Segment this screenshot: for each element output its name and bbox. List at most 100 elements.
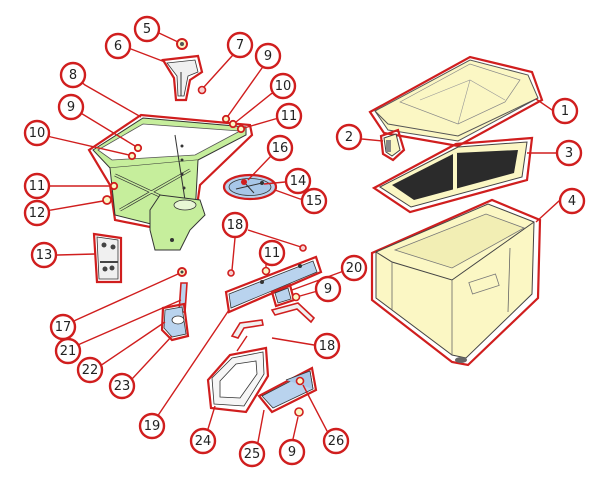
callout-p10a: 10 bbox=[269, 72, 297, 100]
callout-circle bbox=[555, 139, 583, 167]
callout-label: 11 bbox=[281, 109, 298, 124]
callout-p19: 19 bbox=[138, 412, 166, 440]
callout-p20: 20 bbox=[340, 254, 368, 282]
callout-p11c: 11 bbox=[258, 239, 286, 267]
callout-p22: 22 bbox=[76, 356, 104, 384]
callout-label: 12 bbox=[29, 206, 46, 221]
callout-circle bbox=[189, 427, 217, 455]
callout-label: 15 bbox=[306, 194, 323, 209]
callout-label: 4 bbox=[568, 194, 576, 209]
callout-circle bbox=[558, 187, 586, 215]
callout-p3: 3 bbox=[555, 139, 583, 167]
callout-label: 16 bbox=[272, 141, 289, 156]
gear-motor bbox=[160, 302, 190, 342]
mount-bracket bbox=[92, 232, 123, 284]
callout-circle bbox=[59, 61, 87, 89]
callout-label: 23 bbox=[114, 379, 131, 394]
callout-label: 19 bbox=[144, 419, 161, 434]
callout-label: 11 bbox=[29, 179, 46, 194]
callout-circle bbox=[284, 167, 312, 195]
callout-circle bbox=[221, 211, 249, 239]
callout-circle bbox=[23, 172, 51, 200]
callout-p5: 5 bbox=[133, 15, 161, 43]
callout-circle bbox=[278, 438, 306, 466]
callout-label: 9 bbox=[288, 445, 296, 460]
callout-label: 5 bbox=[143, 22, 151, 37]
callout-label: 21 bbox=[60, 344, 77, 359]
callout-label: 18 bbox=[227, 218, 244, 233]
callout-p18b: 18 bbox=[313, 332, 341, 360]
callout-circle bbox=[269, 72, 297, 100]
callout-circle bbox=[30, 241, 58, 269]
nut-part bbox=[176, 38, 188, 50]
callout-label: 14 bbox=[290, 174, 307, 189]
callout-p9a: 9 bbox=[254, 42, 282, 70]
callout-label: 2 bbox=[345, 130, 353, 145]
callout-label: 18 bbox=[319, 339, 336, 354]
base-plate bbox=[257, 366, 318, 417]
callout-label: 17 bbox=[55, 320, 72, 335]
callout-circle bbox=[551, 97, 579, 125]
callout-p18a: 18 bbox=[221, 211, 249, 239]
callout-circle bbox=[300, 187, 328, 215]
top-bracket bbox=[161, 54, 204, 102]
callout-label: 11 bbox=[264, 246, 281, 261]
callout-p10b: 10 bbox=[23, 119, 51, 147]
callout-label: 1 bbox=[561, 104, 569, 119]
callout-label: 26 bbox=[328, 434, 345, 449]
callout-label: 6 bbox=[114, 39, 122, 54]
hopper-body bbox=[370, 198, 542, 367]
callout-circle bbox=[313, 332, 341, 360]
callout-p4: 4 bbox=[558, 187, 586, 215]
callout-circle bbox=[314, 275, 342, 303]
callout-circle bbox=[275, 102, 303, 130]
callout-p13: 13 bbox=[30, 241, 58, 269]
callout-label: 3 bbox=[565, 146, 573, 161]
callout-p17: 17 bbox=[49, 313, 77, 341]
callout-circle bbox=[76, 356, 104, 384]
callout-p9d: 9 bbox=[278, 438, 306, 466]
callout-p14: 14 bbox=[284, 167, 312, 195]
callout-label: 9 bbox=[67, 100, 75, 115]
callout-p15: 15 bbox=[300, 187, 328, 215]
callout-p11b: 11 bbox=[23, 172, 51, 200]
callout-circle bbox=[238, 440, 266, 468]
leader-extra-0 bbox=[247, 229, 302, 248]
callout-circle bbox=[266, 134, 294, 162]
small-pin bbox=[197, 85, 207, 95]
callout-label: 10 bbox=[29, 126, 46, 141]
spinner-disc bbox=[222, 173, 278, 201]
callout-label: 9 bbox=[324, 282, 332, 297]
hopper-screen bbox=[371, 136, 534, 214]
callout-label: 22 bbox=[82, 363, 99, 378]
callout-circle bbox=[57, 93, 85, 121]
callout-label: 24 bbox=[195, 434, 212, 449]
callout-circle bbox=[258, 239, 286, 267]
callout-p25: 25 bbox=[238, 440, 266, 468]
callout-p16: 16 bbox=[266, 134, 294, 162]
callout-circle bbox=[335, 123, 363, 151]
callout-circle bbox=[108, 372, 136, 400]
callout-label: 8 bbox=[69, 68, 77, 83]
callout-p2: 2 bbox=[335, 123, 363, 151]
leader-extra-1 bbox=[236, 335, 248, 352]
callout-circle bbox=[138, 412, 166, 440]
callout-p24: 24 bbox=[189, 427, 217, 455]
callout-label: 10 bbox=[275, 79, 292, 94]
callout-circle bbox=[23, 199, 51, 227]
callout-circle bbox=[340, 254, 368, 282]
callout-label: 9 bbox=[264, 49, 272, 64]
callout-p8: 8 bbox=[59, 61, 87, 89]
callout-p1: 1 bbox=[551, 97, 579, 125]
pins-18 bbox=[227, 244, 307, 277]
callout-p26: 26 bbox=[322, 427, 350, 455]
callout-p21: 21 bbox=[54, 337, 82, 365]
callout-label: 20 bbox=[346, 261, 363, 276]
callout-p9b: 9 bbox=[57, 93, 85, 121]
frame-hardware bbox=[102, 114, 246, 205]
callout-label: 13 bbox=[36, 248, 53, 263]
callout-p12: 12 bbox=[23, 199, 51, 227]
callout-circle bbox=[322, 427, 350, 455]
callout-circle bbox=[133, 15, 161, 43]
